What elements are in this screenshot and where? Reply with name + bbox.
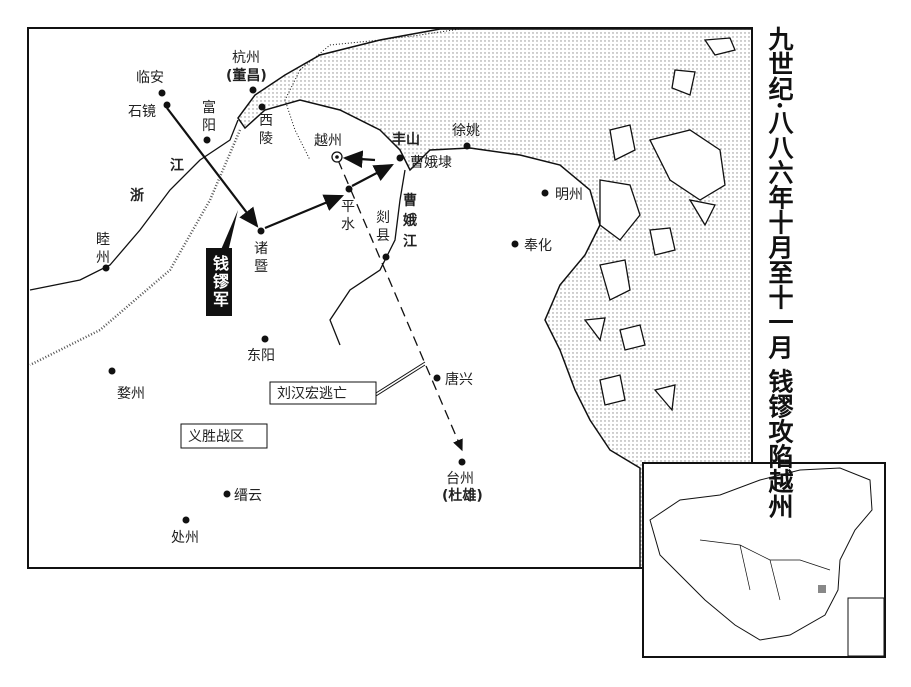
place-markers xyxy=(102,86,549,524)
label-muzhou: 睦州 xyxy=(96,232,110,266)
flee-route xyxy=(337,159,463,452)
label-fuyang: 富阳 xyxy=(202,99,216,134)
boundary-line xyxy=(284,28,461,161)
label-dongchang: (董昌) xyxy=(226,67,267,84)
river-label-e: 娥 xyxy=(402,212,417,229)
label-shijing: 石镜 xyxy=(128,104,156,120)
zone-boundary xyxy=(29,129,242,367)
route-shijing-zhuji xyxy=(166,107,259,228)
army-label-pointer xyxy=(220,210,238,252)
label-fenghua: 奉化 xyxy=(524,238,552,254)
label-zhuji: 诸暨 xyxy=(254,241,268,275)
label-chuzhou: 处州 xyxy=(171,530,199,546)
label-yuezhou: 越州 xyxy=(314,133,342,149)
route-to-yuezhou xyxy=(342,150,376,168)
flee-label: 刘汉宏逃亡 xyxy=(277,386,347,402)
district-label: 义胜战区 xyxy=(188,429,244,445)
label-linan: 临安 xyxy=(136,70,164,86)
label-hangzhou: 杭州 xyxy=(232,50,260,66)
label-xiling: 西陵 xyxy=(259,113,273,147)
river-label-jiang2: 江 xyxy=(403,233,417,250)
label-shanxian: 剡县 xyxy=(376,210,390,244)
river-label-cao: 曹 xyxy=(403,192,417,209)
label-caoe-dam: 曹娥埭 xyxy=(410,155,452,171)
islands xyxy=(583,37,736,412)
district-label-box xyxy=(180,423,268,449)
label-wuzhou: 婺州 xyxy=(117,386,145,402)
label-duxiong: (杜雄) xyxy=(442,487,483,504)
river-label-zhe: 浙 xyxy=(130,187,144,204)
map-title: 九世纪·八八六年十月至十一月 钱镠攻陷越州 xyxy=(765,26,794,519)
route-pingshui-caoe xyxy=(351,163,394,187)
river-label-jiang: 江 xyxy=(170,157,184,174)
zhe-river xyxy=(29,119,239,291)
route-zhuji-pingshui xyxy=(264,194,345,230)
sea xyxy=(237,28,753,569)
caoe-river xyxy=(329,169,406,346)
label-dongyang: 东阳 xyxy=(247,348,275,364)
label-pingshui: 平水 xyxy=(341,199,355,233)
label-fengshan: 丰山 xyxy=(392,131,420,148)
label-xuyao: 徐姚 xyxy=(452,123,480,139)
label-taizhou: 台州 xyxy=(446,471,474,487)
label-tangxing: 唐兴 xyxy=(445,371,473,388)
label-mingzhou: 明州 xyxy=(555,187,583,203)
army-label: 钱镠军 xyxy=(206,248,232,316)
inset-china-map xyxy=(642,462,886,658)
label-jinyun: 缙云 xyxy=(234,488,262,504)
